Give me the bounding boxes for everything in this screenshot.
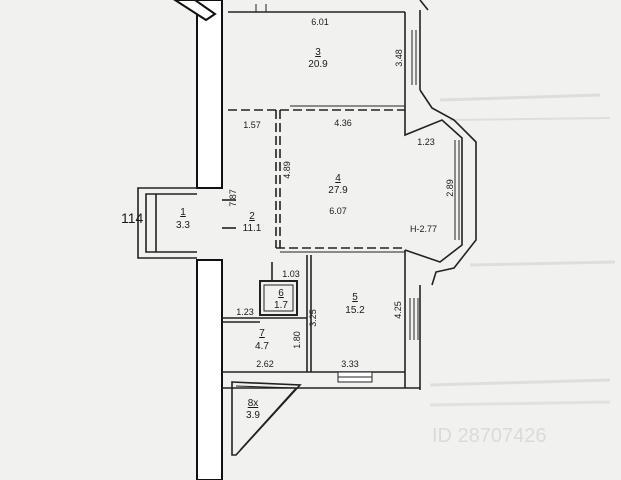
dim-room7-height: 1.80 (292, 331, 302, 349)
dim-top-width: 6.01 (311, 17, 329, 27)
background-ghost-lines (429, 93, 616, 407)
room-1-number: 1 (180, 207, 186, 218)
ceiling-height-label: Н-2.77 (410, 224, 437, 234)
room-labels: 3 20.9 4 27.9 2 11.1 1 3.3 5 15.2 6 1.7 … (176, 47, 365, 421)
top-left-wall-fragment (173, 0, 217, 22)
room-2-number: 2 (249, 211, 255, 222)
watermark-id: ID 28707426 (432, 425, 547, 447)
room-6-number: 6 (278, 288, 284, 299)
room-7-number: 7 (259, 328, 265, 339)
unit-number: 114 (121, 210, 144, 226)
room-8x-number: 8х (248, 398, 259, 409)
dim-bay-offset: 1.23 (417, 137, 435, 147)
dim-bay-width: 2.89 (445, 179, 455, 197)
dim-room6-offset: 1.03 (282, 269, 300, 279)
room-3-number: 3 (315, 47, 321, 58)
dim-room5-window: 4.25 (393, 301, 403, 319)
room-5-number: 5 (352, 292, 358, 303)
room-3-area: 20.9 (308, 59, 328, 70)
dim-room6-height: 3.25 (308, 309, 318, 327)
left-main-wall-lower (196, 259, 223, 480)
dim-room5-width: 3.33 (341, 359, 359, 369)
room-2-area: 11.1 (243, 223, 262, 234)
dim-room4-width: 4.36 (334, 118, 352, 128)
dim-room4-depth: 4.89 (282, 161, 292, 179)
room-5-area: 15.2 (345, 305, 365, 316)
dim-room3-window: 3.48 (394, 49, 404, 67)
room-1-area: 3.3 (176, 220, 190, 231)
dim-corridor-length: 7.87 (228, 189, 238, 207)
dim-room4-inner: 6.07 (329, 206, 347, 216)
left-main-wall (196, 0, 223, 189)
room-7-area: 4.7 (255, 341, 269, 352)
outer-walls (222, 0, 477, 390)
entry-vestibule (137, 187, 236, 259)
room-6-area: 1.7 (274, 300, 288, 311)
dim-room7-width: 2.62 (256, 359, 274, 369)
room-4-number: 4 (335, 173, 341, 184)
interior-partitions (222, 105, 405, 372)
dim-room7-offset: 1.23 (236, 307, 254, 317)
dimension-labels: 6.01 3.48 1.57 4.36 1.23 2.89 4.89 6.07 … (228, 17, 455, 369)
room-8x-outline (231, 381, 302, 456)
room-4-area: 27.9 (328, 185, 348, 196)
dim-left-offset: 1.57 (243, 120, 261, 130)
room-8x-area: 3.9 (246, 410, 260, 421)
